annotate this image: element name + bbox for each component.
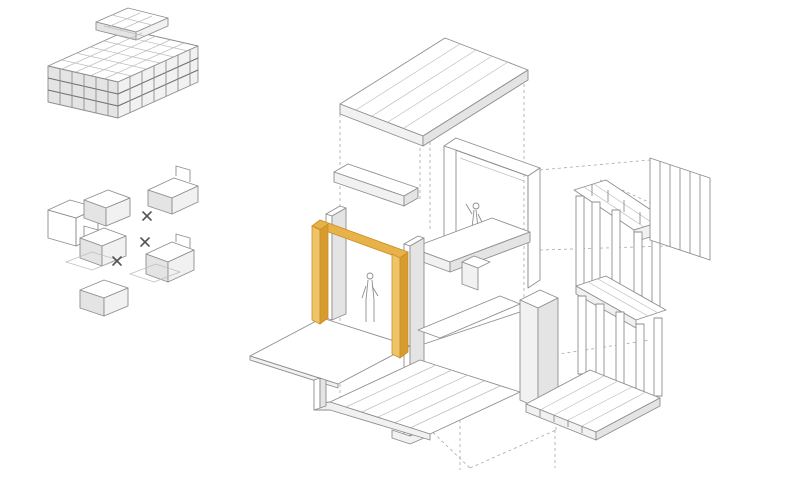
- timber-cassette-exploded: [525, 179, 667, 441]
- x-mark-icon: [140, 237, 150, 247]
- x-mark-icon: [142, 211, 152, 221]
- right-wall: [519, 289, 559, 409]
- x-mark-icon: [112, 256, 122, 266]
- roof-slab: [339, 37, 529, 147]
- human-figure-icon: [361, 272, 379, 322]
- assembled-building-thumbnail: [47, 7, 199, 119]
- exploded-modules-thumbnail: [47, 165, 199, 317]
- main-exploded-axonometric: [249, 37, 711, 470]
- support-post: [313, 377, 327, 411]
- rear-frame: [443, 137, 541, 289]
- balustrade: [461, 255, 491, 291]
- beam: [333, 163, 419, 207]
- mid-slab: [417, 295, 521, 345]
- highlighted-portal-frame: [311, 219, 409, 359]
- facade-slat-panel: [649, 157, 711, 261]
